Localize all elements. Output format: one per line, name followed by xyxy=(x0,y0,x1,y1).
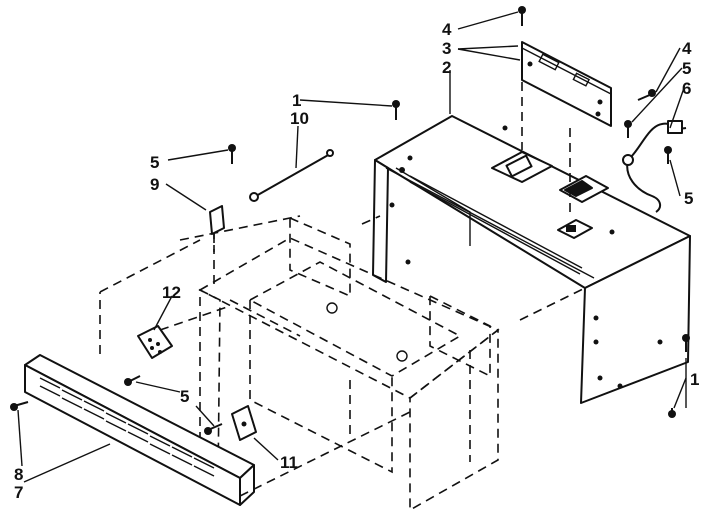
callout-12: 12 xyxy=(162,283,181,302)
screw-icon xyxy=(228,144,236,164)
callout-6: 6 xyxy=(682,79,691,98)
callout-9: 9 xyxy=(150,175,159,194)
screw-icon xyxy=(124,375,141,386)
callout-8: 8 xyxy=(14,465,23,484)
callout-4-left: 4 xyxy=(442,20,452,39)
callout-4-right: 4 xyxy=(682,39,692,58)
screw-icon xyxy=(668,408,676,418)
callout-3: 3 xyxy=(442,39,451,58)
screw-icon xyxy=(10,401,29,411)
callout-5-left: 5 xyxy=(150,153,159,172)
callout-10: 10 xyxy=(290,109,309,128)
keypad-label xyxy=(137,305,231,359)
screw-icon xyxy=(204,423,223,435)
screw-icon xyxy=(624,120,632,138)
callout-1-top: 1 xyxy=(292,91,301,110)
callout-2: 2 xyxy=(442,58,451,77)
callout-5-right: 5 xyxy=(684,189,693,208)
screw-icon xyxy=(682,334,690,352)
callout-1-right: 1 xyxy=(690,370,699,389)
callout-11: 11 xyxy=(280,453,298,472)
screw-icon xyxy=(518,6,526,26)
callout-5-bottom: 5 xyxy=(180,387,189,406)
hinge-bracket xyxy=(209,205,225,252)
screw-icon xyxy=(637,89,656,101)
callout-5-upper-right: 5 xyxy=(682,59,691,78)
callout-labels: 1 1 2 3 4 4 5 5 5 5 6 7 8 9 10 11 12 xyxy=(14,20,699,502)
cabinet-housing xyxy=(372,115,691,404)
hinge-rod xyxy=(249,149,334,202)
front-trim-panel xyxy=(24,239,411,506)
power-cord xyxy=(622,120,687,213)
screw-icon xyxy=(664,146,672,164)
screw-icon xyxy=(392,100,400,120)
bracket-plate xyxy=(521,41,612,127)
callout-7: 7 xyxy=(14,483,23,502)
door-latch xyxy=(231,405,257,441)
leader-lines xyxy=(17,11,687,483)
